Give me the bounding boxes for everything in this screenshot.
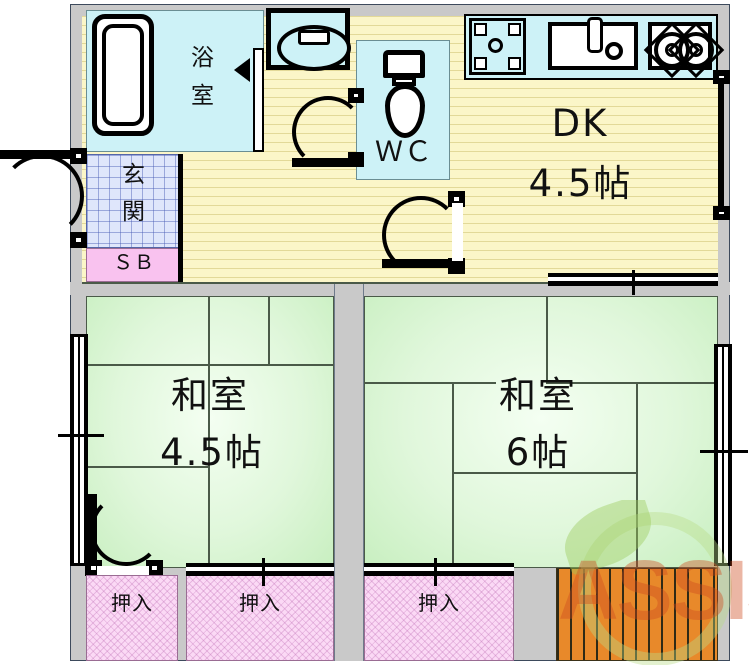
dk-hall-door[interactable] bbox=[382, 196, 460, 274]
tatami-seam bbox=[546, 296, 548, 384]
washitsu-right-size-label: 6帖 bbox=[505, 431, 571, 474]
mid-wall-edge bbox=[82, 282, 718, 284]
closet-2-label: 押入 bbox=[239, 591, 281, 615]
closet-1-label: 押入 bbox=[111, 591, 153, 615]
dk-name-label: DK bbox=[551, 102, 609, 145]
entrance-door-leaf[interactable] bbox=[0, 150, 76, 159]
bathroom-label-2: 室 bbox=[191, 83, 215, 109]
toilet-icon bbox=[385, 84, 425, 138]
genkan-label-2: 関 bbox=[122, 199, 146, 225]
tatami-seam bbox=[208, 364, 210, 568]
closet-door-2[interactable] bbox=[186, 563, 334, 576]
shoebox-label: ＳＢ bbox=[113, 250, 155, 274]
tatami-seam bbox=[636, 382, 638, 568]
bathtub-icon bbox=[92, 14, 154, 136]
genkan-floor bbox=[86, 154, 182, 248]
washitsu-left-name-label: 和室 bbox=[171, 374, 249, 417]
tatami-seam bbox=[268, 296, 270, 364]
window-dk-stop-bottom bbox=[713, 206, 730, 220]
toilet-tank-icon bbox=[383, 50, 425, 78]
closet-3-label: 押入 bbox=[418, 591, 460, 615]
wc-door-leaf[interactable] bbox=[292, 158, 364, 167]
washitsu-left-door[interactable] bbox=[90, 494, 162, 566]
washbasin-icon bbox=[266, 8, 351, 71]
washitsu-right-name-label: 和室 bbox=[499, 374, 577, 417]
kitchen-sink-icon bbox=[548, 17, 638, 70]
fusuma-dk-washitsu-mark bbox=[632, 270, 635, 295]
window-washitsu-right[interactable] bbox=[714, 344, 732, 566]
tatami-seam bbox=[546, 382, 718, 384]
closet-1 bbox=[86, 575, 178, 661]
dk-door-jamb bbox=[452, 203, 463, 261]
entrance-door[interactable] bbox=[0, 154, 84, 238]
genkan-step-line bbox=[178, 154, 183, 282]
closet-door-3-mark bbox=[434, 558, 437, 586]
tatami-seam bbox=[208, 364, 334, 366]
wc-door-hinge-top bbox=[348, 88, 364, 103]
entrance-hinge-bottom bbox=[70, 232, 87, 248]
bathroom-door-arrow bbox=[234, 58, 250, 82]
window-washitsu-right-mark bbox=[700, 450, 748, 453]
closet-door-2-mark bbox=[262, 558, 265, 586]
window-dk-stop-top bbox=[713, 70, 730, 84]
tatami-seam bbox=[364, 382, 496, 384]
tatami-seam bbox=[452, 472, 636, 474]
balcony bbox=[556, 568, 718, 661]
closet-door-3[interactable] bbox=[364, 563, 514, 576]
shoebox bbox=[86, 248, 182, 282]
tatami-seam bbox=[86, 466, 208, 468]
bathroom-door[interactable] bbox=[253, 48, 264, 152]
tatami-seam bbox=[86, 364, 208, 366]
closet-3 bbox=[364, 575, 514, 661]
closet-door-1[interactable] bbox=[97, 566, 149, 575]
window-washitsu-left[interactable] bbox=[70, 334, 88, 566]
dk-size-label: 4.5帖 bbox=[528, 162, 633, 205]
gas-stove-icon bbox=[648, 22, 714, 70]
washing-machine-icon bbox=[469, 18, 526, 75]
tatami-seam bbox=[452, 382, 454, 568]
window-washitsu-left-mark bbox=[58, 434, 104, 437]
bathroom-label-1: 浴 bbox=[191, 45, 215, 71]
window-dk[interactable] bbox=[718, 78, 724, 212]
dk-door-leaf[interactable] bbox=[382, 259, 460, 268]
tatami-seam bbox=[208, 296, 210, 364]
room-divider-wall bbox=[334, 284, 364, 661]
washitsu-left-size-label: 4.5帖 bbox=[160, 431, 264, 474]
wc-label: ＷＣ bbox=[374, 135, 433, 168]
genkan-label-1: 玄 bbox=[122, 162, 146, 188]
closet-2 bbox=[186, 575, 334, 661]
